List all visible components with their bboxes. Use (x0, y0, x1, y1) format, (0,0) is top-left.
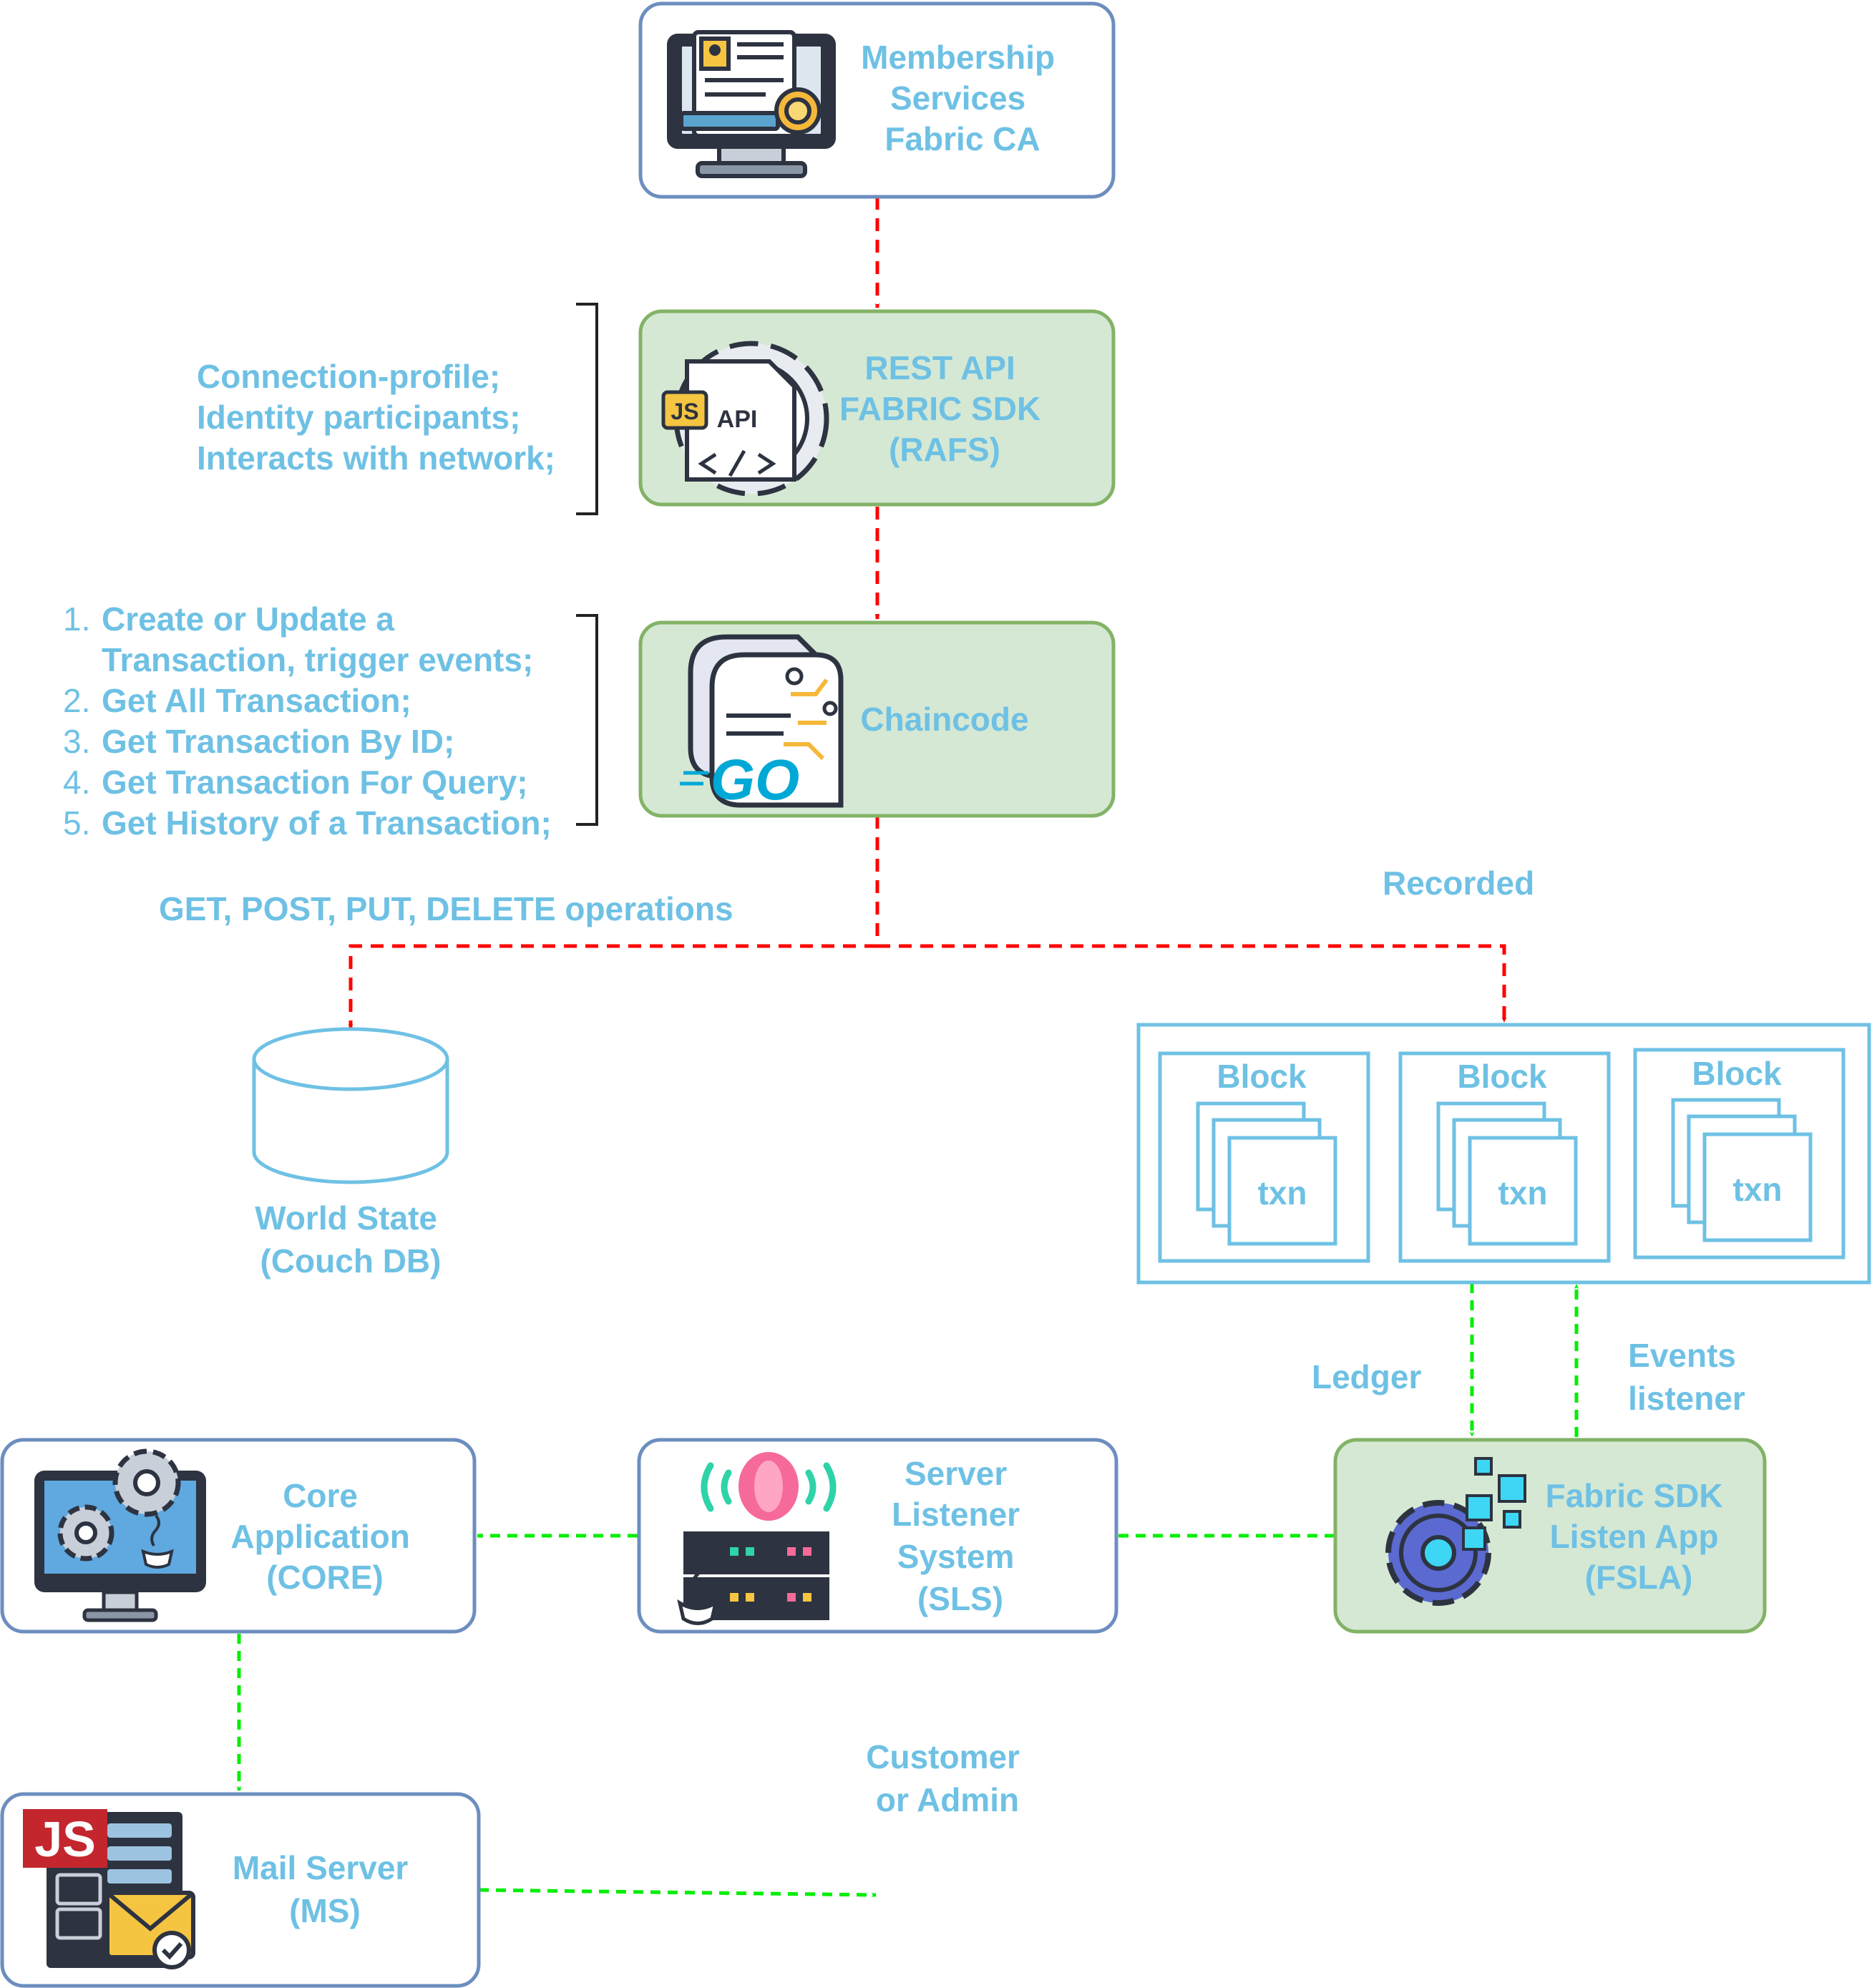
sls-label-line3: System (897, 1538, 1015, 1575)
membership-label-line1: Membership (861, 39, 1055, 76)
events-listener-line1: Events (1628, 1337, 1736, 1374)
green-flow-edges (236, 1283, 1579, 1898)
events-listener-line2: listener (1628, 1380, 1745, 1417)
note-num-1: 1. (63, 600, 90, 638)
block-2-title: Block (1457, 1058, 1547, 1095)
note-text-1b: Transaction, trigger events; (102, 641, 533, 678)
ledger-block-2: Block txn (1398, 1051, 1611, 1263)
computer-gears-icon (34, 1448, 206, 1622)
block-3-txn: txn (1733, 1171, 1783, 1208)
gear-pixels-icon (1385, 1457, 1526, 1606)
core-label-line1: Core (283, 1477, 358, 1514)
core-label-line2: Application (230, 1518, 409, 1555)
java-server-icon (677, 1452, 837, 1625)
edge-to-world-state (348, 944, 877, 1029)
note-text-1: Create or Update a (102, 600, 394, 638)
ledger-block-1: Block txn (1158, 1051, 1370, 1263)
note-text-2: Get All Transaction; (102, 682, 411, 719)
node-membership-services: Membership Services Fabric CA (638, 1, 1116, 199)
membership-label-line2: Services (890, 79, 1025, 117)
note-text-4: Get Transaction For Query; (102, 764, 528, 801)
sls-label-line1: Server (905, 1455, 1007, 1492)
note-text-5: Get History of a Transaction; (102, 804, 552, 842)
ledger: Block txn Block txn Block txn (1136, 1023, 1871, 1285)
mail-label-line1: Mail Server (233, 1849, 409, 1886)
operations-label: GET, POST, PUT, DELETE operations (159, 890, 733, 927)
fsla-label-line2: Listen App (1550, 1518, 1719, 1555)
mail-server-icon: JS (23, 1809, 195, 1969)
ledger-label: Ledger (1312, 1358, 1421, 1395)
rafs-label-line3: (RAFS) (889, 431, 1000, 468)
api-gear-icon: JS API (661, 341, 829, 497)
note-num-3: 3. (63, 723, 90, 760)
go-logo-text: GO (711, 748, 799, 812)
rafs-notes-bracket (576, 303, 598, 515)
sls-label-line4: (SLS) (917, 1580, 1003, 1617)
rafs-notes: Connection-profile; Identity participant… (197, 358, 555, 477)
ledger-block-3: Block txn (1633, 1048, 1846, 1259)
node-world-state: World State (Couch DB) (252, 1027, 449, 1280)
certificate-monitor-icon (667, 30, 836, 178)
rafs-note-2: Identity participants; (197, 399, 520, 436)
rafs-js-badge: JS (671, 399, 698, 424)
sls-label-line2: Listener (892, 1496, 1020, 1533)
note-num-2: 2. (63, 682, 90, 719)
svg-text:Membership Services: Membership Services Fabric CA (861, 39, 1064, 157)
core-label-line3: (CORE) (266, 1559, 384, 1596)
node-mail-server: JS Mail Server (MS) (0, 1792, 481, 1988)
world-state-label-line2: (Couch DB) (260, 1242, 442, 1280)
svg-text:World State (Couch DB): World State (Couch DB) (255, 1199, 447, 1280)
rafs-label-line1: REST API (864, 349, 1015, 386)
node-chaincode: GO Chaincode (638, 620, 1116, 818)
rafs-note-3: Interacts with network; (197, 439, 555, 477)
chaincode-notes-bracket (576, 614, 598, 826)
block-1-title: Block (1217, 1058, 1307, 1095)
rafs-api-text: API (717, 406, 758, 433)
customer-line1: Customer (866, 1738, 1020, 1775)
note-text-3: Get Transaction By ID; (102, 723, 454, 760)
node-sls: Server Listener System (SLS) (637, 1438, 1118, 1634)
node-rafs: JS API REST API FABRIC SDK (RAFS) (638, 309, 1116, 507)
block-1-txn: txn (1258, 1174, 1307, 1212)
database-cylinder-icon (252, 1027, 449, 1184)
chaincode-notes: 1. Create or Update a Transaction, trigg… (63, 600, 552, 842)
mail-label-line2: (MS) (289, 1892, 361, 1929)
svg-text:REST API FABRIC SDK: REST API FABRIC SDK (RAFS) (839, 349, 1050, 468)
red-flow-edges (348, 197, 1507, 1029)
edge-to-ledger (877, 944, 1507, 1023)
svg-text:Server Listener Sy: Server Listener System (SLS) (892, 1455, 1029, 1617)
svg-text:Core Application (: Core Application (CORE) (230, 1477, 419, 1596)
fsla-label-line3: (FSLA) (1585, 1559, 1693, 1596)
customer-admin-label: Customer or Admin (866, 1738, 1029, 1818)
mail-js-badge: JS (34, 1811, 96, 1867)
customer-line2: or Admin (876, 1781, 1019, 1818)
svg-text:Mail Server (MS): Mail Server (MS) (233, 1849, 417, 1929)
block-2-txn: txn (1498, 1174, 1548, 1212)
fsla-label-line1: Fabric SDK (1546, 1477, 1723, 1514)
block-3-title: Block (1692, 1055, 1782, 1092)
rafs-note-1: Connection-profile; (197, 358, 500, 395)
chaincode-label: Chaincode (860, 701, 1028, 738)
membership-label-line3: Fabric CA (884, 120, 1040, 157)
events-listener-label: Events listener (1628, 1337, 1745, 1417)
svg-text:Fabric SDK Listen App: Fabric SDK Listen App (FSLA) (1546, 1477, 1732, 1596)
go-document-icon: GO (680, 634, 844, 812)
note-num-5: 5. (63, 804, 90, 842)
node-core: Core Application (CORE) (0, 1438, 477, 1634)
node-fsla: Fabric SDK Listen App (FSLA) (1333, 1438, 1767, 1634)
world-state-label-line1: World State (255, 1199, 437, 1237)
recorded-label: Recorded (1383, 864, 1534, 902)
note-num-4: 4. (63, 764, 90, 801)
edge-mail-to-customer (478, 1888, 877, 1898)
rafs-label-line2: FABRIC SDK (839, 390, 1040, 427)
